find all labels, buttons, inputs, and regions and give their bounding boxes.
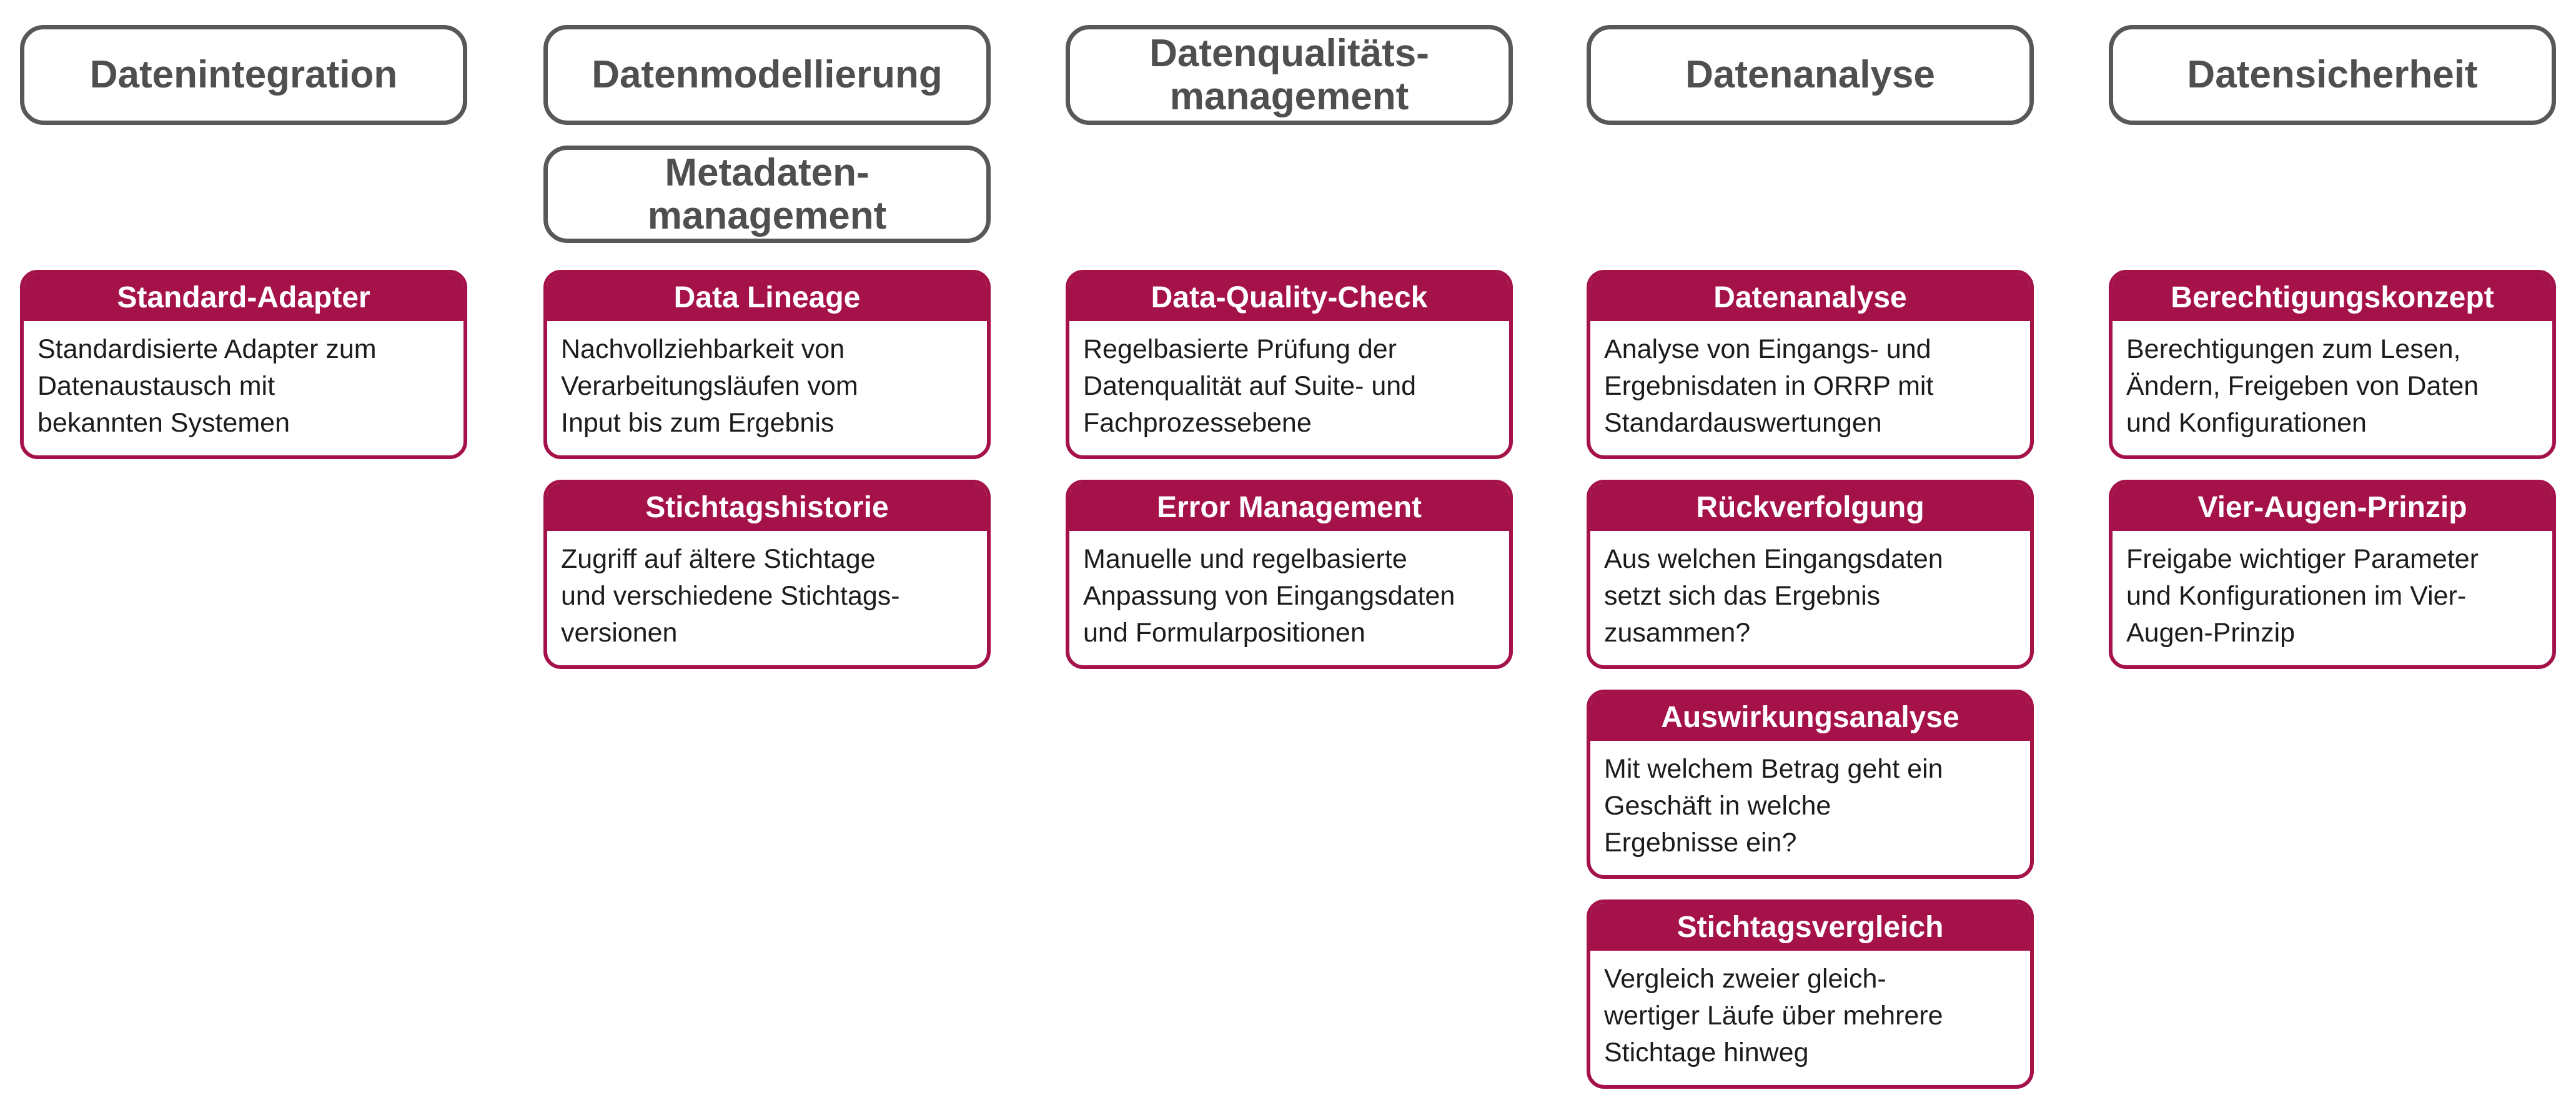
card-body-vier-augen-prinzip: Freigabe wichtiger Parameter und Konfigu…	[2126, 544, 2479, 648]
card-stichtagsvergleich: Stichtagsvergleich Vergleich zweier glei…	[1587, 899, 2034, 1089]
category-header-datenintegration: Datenintegration	[20, 25, 467, 125]
card-title-data-quality-check: Data-Quality-Check	[1069, 274, 1509, 321]
card-stack-datenintegration: Standard-Adapter Standardisierte Adapter…	[20, 270, 467, 459]
card-auswirkungsanalyse: Auswirkungsanalyse Mit welchem Betrag ge…	[1587, 690, 2034, 879]
card-title-standard-adapter: Standard-Adapter	[24, 274, 463, 321]
card-title-stichtagshistorie: Stichtagshistorie	[547, 483, 987, 531]
card-body-datenanalyse: Analyse von Eingangs- und Ergebnisdaten …	[1604, 334, 1934, 438]
card-stack-datenmodellierung: Data Lineage Nachvollziehbarkeit von Ver…	[543, 270, 991, 669]
card-title-stichtagsvergleich: Stichtagsvergleich	[1590, 903, 2030, 951]
card-body-data-quality-check: Regelbasierte Prüfung der Datenqualität …	[1083, 334, 1417, 438]
card-stack-datenqualitaetsmanagement: Data-Quality-Check Regelbasierte Prüfung…	[1066, 270, 1513, 669]
card-data-quality-check: Data-Quality-Check Regelbasierte Prüfung…	[1066, 270, 1513, 459]
category-header-datenanalyse: Datenanalyse	[1587, 25, 2034, 125]
card-standard-adapter: Standard-Adapter Standardisierte Adapter…	[20, 270, 467, 459]
card-title-datenanalyse: Datenanalyse	[1590, 274, 2030, 321]
card-title-rueckverfolgung: Rückverfolgung	[1590, 483, 2030, 531]
card-stichtagshistorie: Stichtagshistorie Zugriff auf ältere Sti…	[543, 480, 991, 669]
category-header-datensicherheit: Datensicherheit	[2109, 25, 2556, 125]
card-body-auswirkungsanalyse: Mit welchem Betrag geht ein Geschäft in …	[1604, 754, 1943, 858]
card-title-data-lineage: Data Lineage	[547, 274, 987, 321]
card-error-management: Error Management Manuelle und regelbasie…	[1066, 480, 1513, 669]
card-body-stichtagsvergleich: Vergleich zweier gleich- wertiger Läufe …	[1604, 964, 1943, 1068]
card-title-vier-augen-prinzip: Vier-Augen-Prinzip	[2113, 483, 2552, 531]
card-body-standard-adapter: Standardisierte Adapter zum Datenaustaus…	[37, 334, 377, 438]
card-body-error-management: Manuelle und regelbasierte Anpassung von…	[1083, 544, 1455, 648]
card-rueckverfolgung: Rückverfolgung Aus welchen Eingangsdaten…	[1587, 480, 2034, 669]
card-body-data-lineage: Nachvollziehbarkeit von Verarbeitungsläu…	[561, 334, 858, 438]
category-header-metadatenmanagement: Metadaten- management	[543, 146, 991, 243]
category-header-datenmodellierung: Datenmodellierung	[543, 25, 991, 125]
card-body-berechtigungskonzept: Berechtigungen zum Lesen, Ändern, Freige…	[2126, 334, 2479, 438]
category-header-datenqualitaetsmanagement: Datenqualitäts- management	[1066, 25, 1513, 125]
card-body-rueckverfolgung: Aus welchen Eingangsdaten setzt sich das…	[1604, 544, 1943, 648]
card-stack-datenanalyse: Datenanalyse Analyse von Eingangs- und E…	[1587, 270, 2034, 1089]
card-data-lineage: Data Lineage Nachvollziehbarkeit von Ver…	[543, 270, 991, 459]
card-title-berechtigungskonzept: Berechtigungskonzept	[2113, 274, 2552, 321]
card-title-auswirkungsanalyse: Auswirkungsanalyse	[1590, 693, 2030, 741]
card-berechtigungskonzept: Berechtigungskonzept Berechtigungen zum …	[2109, 270, 2556, 459]
card-title-error-management: Error Management	[1069, 483, 1509, 531]
card-body-stichtagshistorie: Zugriff auf ältere Stichtage und verschi…	[561, 544, 900, 648]
card-vier-augen-prinzip: Vier-Augen-Prinzip Freigabe wichtiger Pa…	[2109, 480, 2556, 669]
card-datenanalyse: Datenanalyse Analyse von Eingangs- und E…	[1587, 270, 2034, 459]
card-stack-datensicherheit: Berechtigungskonzept Berechtigungen zum …	[2109, 270, 2556, 669]
